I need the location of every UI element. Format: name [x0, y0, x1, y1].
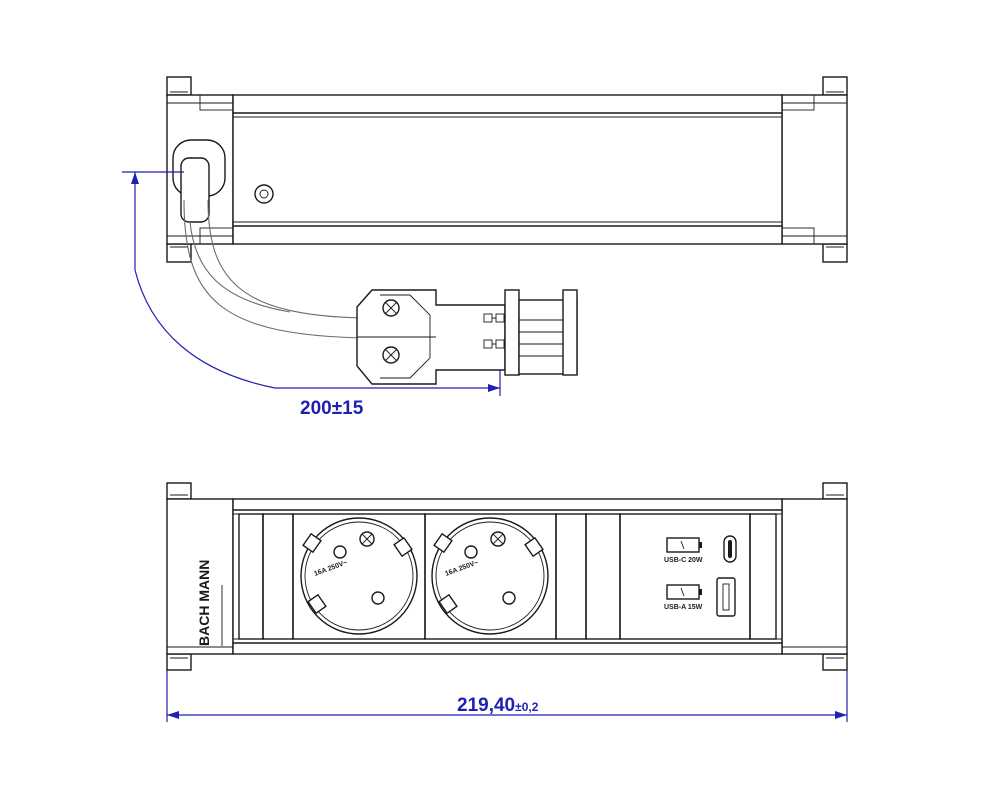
usb-a-battery-icon [666, 584, 702, 600]
cable [183, 199, 366, 339]
front-right-end-cap [781, 482, 848, 671]
width-label: 219,40±0,2 [457, 695, 539, 716]
socket-2-ground-screw-icon [490, 531, 506, 547]
usb-c-battery-icon [666, 537, 702, 553]
top-right-end-cap [781, 76, 848, 263]
usb-c-port [723, 535, 737, 563]
brand-logo: BACH MANN [196, 560, 212, 646]
connector-screw-top-icon [382, 299, 400, 317]
socket-1-ground-screw-icon [359, 531, 375, 547]
width-value: 219,40 [457, 695, 515, 716]
top-view: 200±15 [122, 76, 848, 419]
cable-gland [172, 139, 226, 223]
connector-screw-bottom-icon [382, 346, 400, 364]
usb-a-label: USB-A 15W [664, 604, 703, 611]
plug-connector [356, 289, 578, 385]
usb-module: USB-C 20W USB-A 15W [619, 513, 777, 640]
cable-length-dimension: 200±15 [122, 171, 501, 419]
connector-contacts [483, 313, 505, 349]
top-body-profile [232, 94, 783, 245]
width-tolerance: ±0,2 [515, 700, 539, 714]
usb-c-label: USB-C 20W [664, 557, 703, 564]
front-left-end-cap: BACH MANN [166, 482, 234, 671]
screw-hole-icon [254, 184, 274, 204]
front-view: BACH MANN [166, 482, 848, 722]
width-dimension: 219,40±0,2 [166, 670, 848, 722]
cable-length-label: 200±15 [300, 398, 364, 419]
usb-a-port [716, 577, 736, 617]
socket-1: 16A 250V~ [292, 513, 426, 640]
socket-2: 16A 250V~ [424, 513, 557, 640]
